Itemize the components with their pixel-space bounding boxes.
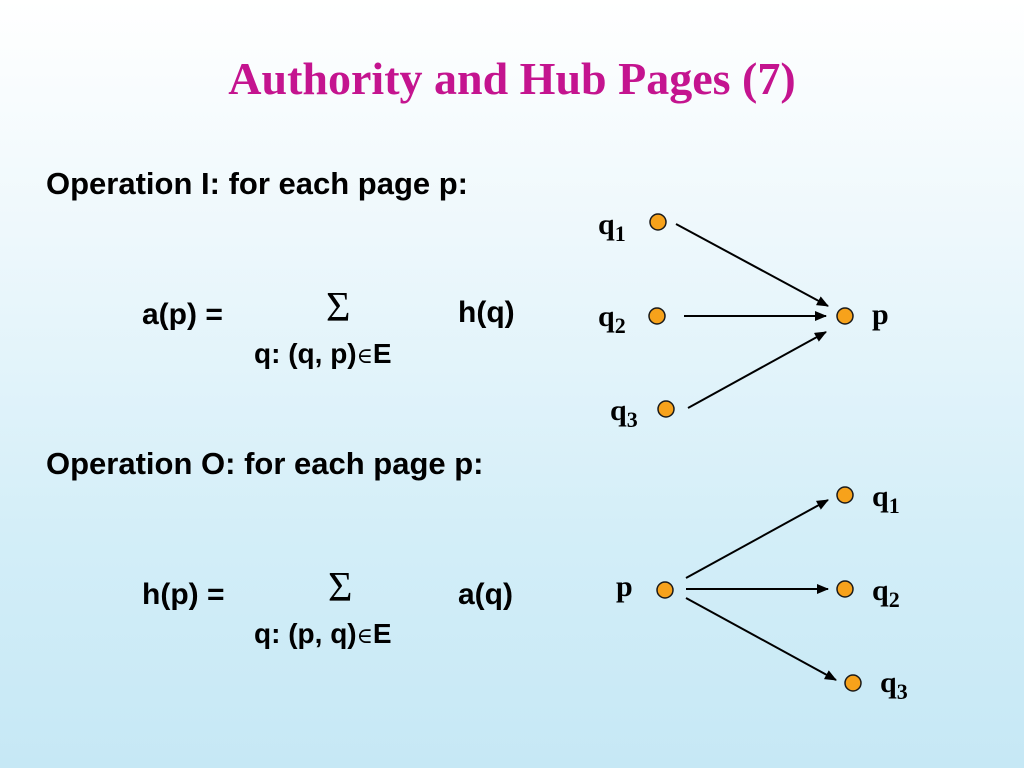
op1-node-label-q2: q2	[598, 300, 626, 338]
op1-node-q1	[649, 213, 667, 231]
operation-o-range-post: E	[372, 618, 392, 649]
op2-edge-p-q1	[685, 499, 829, 579]
op1-node-q2	[648, 307, 666, 325]
op2-node-label-p: p	[616, 570, 633, 603]
op2-node-label-q3: q3	[880, 666, 908, 704]
operation-i-sigma: Σ	[326, 285, 351, 331]
op2-node-p	[656, 581, 674, 599]
operation-o-element-of: ∈	[356, 624, 373, 649]
operation-o-lhs: h(p) =	[142, 578, 225, 611]
op1-edge-q3-p	[687, 331, 827, 409]
op2-node-label-q1: q1	[872, 480, 900, 518]
operation-i-element-of: ∈	[356, 344, 373, 369]
op1-node-q3	[657, 400, 675, 418]
op1-node-label-q3: q3	[610, 394, 638, 432]
operation-i-heading: Operation I: for each page p:	[46, 166, 468, 201]
op1-edge-q1-p	[675, 223, 829, 307]
operation-o-range-pre: q: (p, q)	[254, 618, 357, 649]
op2-node-q2	[836, 580, 854, 598]
operation-o-heading: Operation O: for each page p:	[46, 446, 484, 481]
operation-i-summand: h(q)	[458, 296, 515, 329]
op2-edge-p-q3	[685, 597, 837, 681]
operation-i-range: q: (q, p)∈E	[254, 338, 392, 370]
operation-i-lhs: a(p) =	[142, 298, 223, 331]
op1-node-label-q1: q1	[598, 208, 626, 246]
op2-node-q1	[836, 486, 854, 504]
op1-node-label-p: p	[872, 298, 889, 331]
operation-o-sigma: Σ	[328, 565, 353, 611]
operation-o-range: q: (p, q)∈E	[254, 618, 392, 650]
slide-title: Authority and Hub Pages (7)	[228, 53, 796, 104]
operation-o-summand: a(q)	[458, 578, 513, 611]
operation-i-range-post: E	[372, 338, 392, 369]
operation-i-range-pre: q: (q, p)	[254, 338, 357, 369]
op2-node-label-q2: q2	[872, 574, 900, 612]
op1-node-p	[836, 307, 854, 325]
op2-node-q3	[844, 674, 862, 692]
